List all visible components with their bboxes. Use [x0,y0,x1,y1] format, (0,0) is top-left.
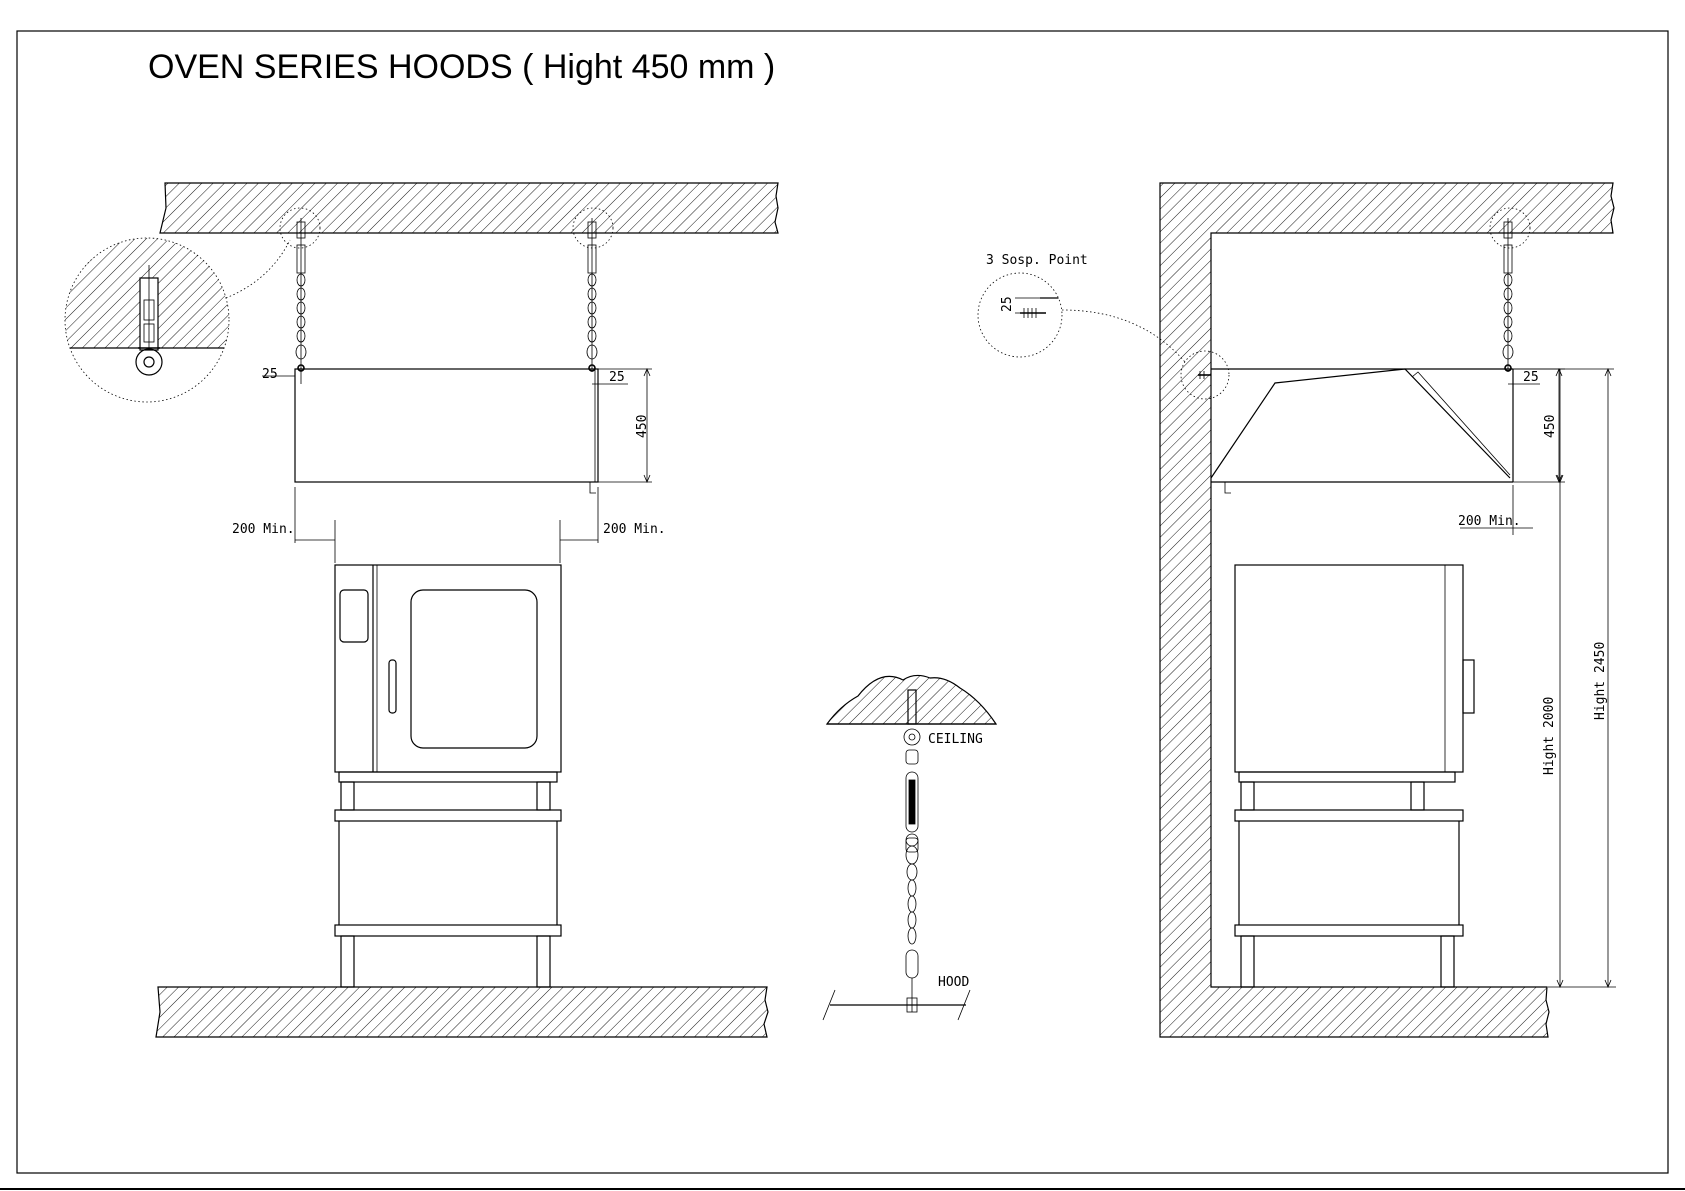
dim-left-25: 25 [262,367,278,382]
left-view: 25 25 450 200 Min. 200 Min. [60,183,778,1037]
right-chain [1503,218,1513,372]
right-clearance: 200 Min. [1458,514,1521,529]
right-wall-ceiling [1160,183,1614,1037]
clearance-left: 200 Min. [232,522,295,537]
height-2450: Hight 2450 [1593,642,1608,720]
page-title: OVEN SERIES HOODS ( Hight 450 mm ) [148,48,775,86]
right-dim-450: 450 [1543,415,1558,438]
left-chain-2 [587,218,597,372]
detail-dim-25: 25 [1000,296,1015,312]
height-2000: Hight 2000 [1542,697,1557,775]
suspension-detail: 25 3 Sosp. Point [978,208,1530,399]
anchor-detail [60,208,613,402]
right-hood-profile [1211,369,1513,493]
left-oven-front [335,565,561,987]
ceiling-label: CEILING [928,732,983,747]
chain-detail: CEILING HOOD [823,675,996,1020]
clearance-right: 200 Min. [603,522,666,537]
right-view: 25 3 Sosp. Point [978,183,1616,1037]
right-dim-25: 25 [1523,370,1539,385]
dim-hood-height-450: 450 [635,415,650,438]
chain-detail-ceiling [827,675,996,724]
left-chain-1 [296,218,306,372]
left-hood [295,369,598,482]
right-oven-side [1235,565,1474,987]
suspension-label: 3 Sosp. Point [986,253,1088,268]
hood-label: HOOD [938,975,969,990]
dim-right-25: 25 [609,370,625,385]
left-floor-slab [156,987,768,1037]
left-ceiling-slab [160,183,778,233]
